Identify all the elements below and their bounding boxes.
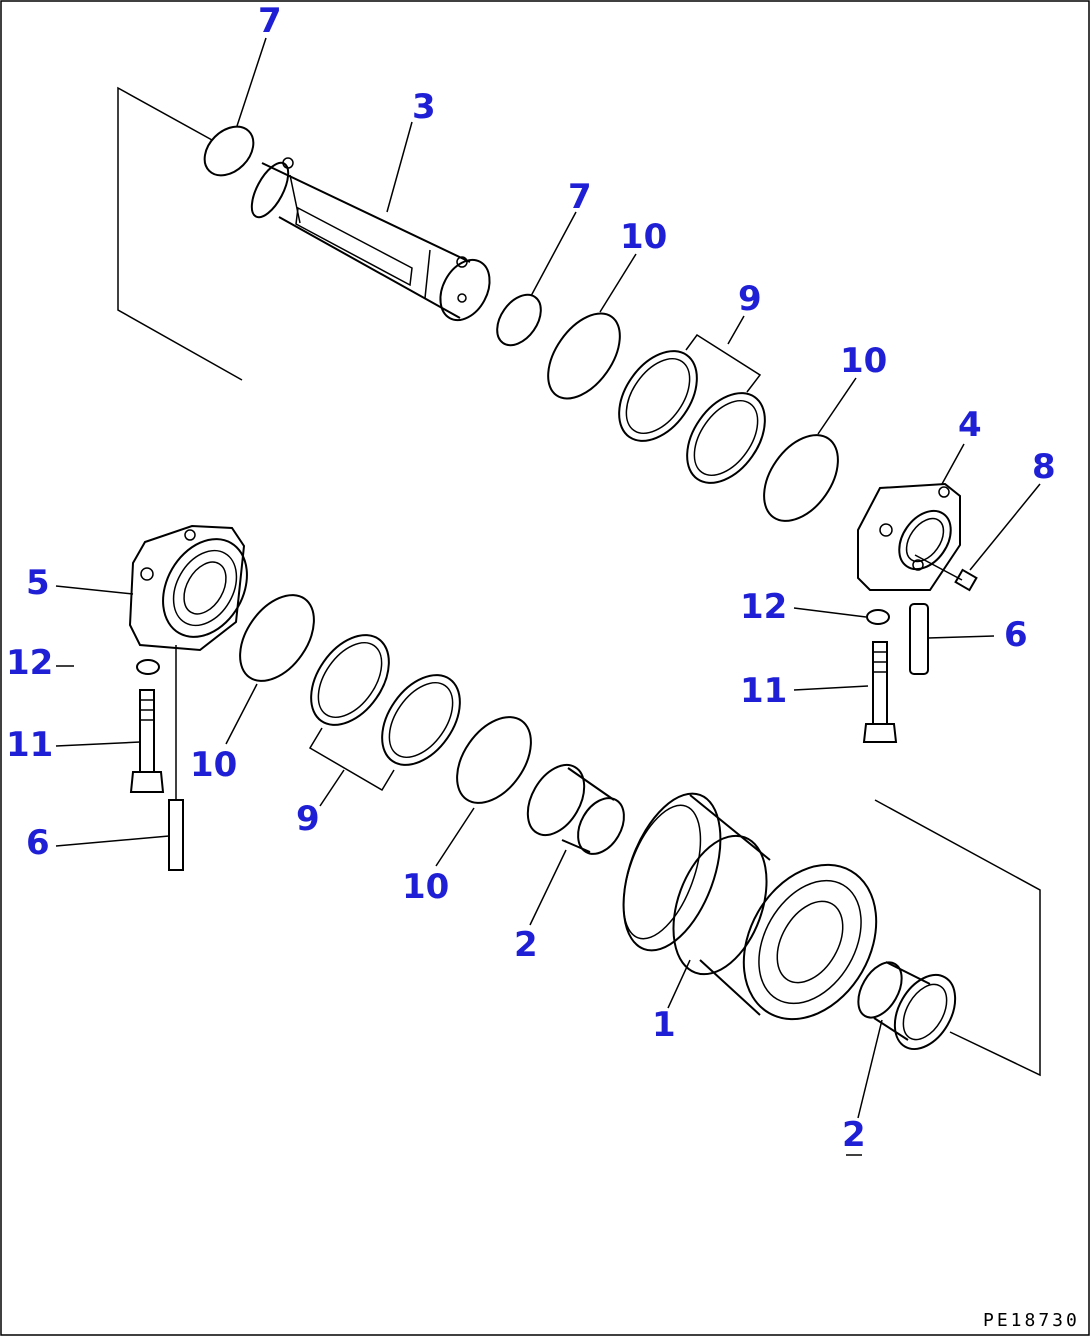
callout-10-lower-b: 10 — [402, 867, 449, 907]
callout-2-right: 2 — [842, 1115, 866, 1155]
callout-10-lower-a: 10 — [190, 745, 237, 785]
part-3-shaft — [250, 157, 491, 322]
callout-9-lower: 9 — [296, 799, 320, 839]
part-5-collar-left — [128, 524, 248, 652]
callout-5: 5 — [26, 563, 50, 603]
callout-9-upper: 9 — [738, 279, 762, 319]
part-6-pin-right — [909, 603, 929, 675]
part-9-floating-seal-lower — [308, 634, 461, 792]
callout-10-upper-a: 10 — [620, 217, 667, 257]
part-12-washer-right — [866, 609, 890, 625]
part-12-washer-left — [136, 659, 160, 675]
callout-1: 1 — [652, 1005, 676, 1045]
callout-7-left: 7 — [258, 1, 282, 41]
callout-12-right: 12 — [740, 587, 787, 627]
callout-10-upper-b: 10 — [840, 341, 887, 381]
callout-2-left: 2 — [514, 925, 538, 965]
part-9-floating-seal-upper — [618, 333, 766, 484]
figure-id: PE18730 — [983, 1310, 1080, 1331]
callout-4: 4 — [958, 405, 982, 445]
axis-lines — [117, 86, 1041, 1077]
part-10-o-ring-lower-a — [239, 594, 315, 682]
part-10-o-ring-upper-b — [763, 434, 839, 522]
part-11-bolt-right — [862, 641, 898, 743]
part-1-track-roller — [622, 792, 878, 1021]
part-7-o-ring-left — [203, 125, 255, 177]
part-7-o-ring-right — [496, 293, 542, 347]
part-6-pin-left — [168, 645, 184, 871]
leader-lines — [55, 37, 1041, 1156]
callout-labels: 7 3 7 10 9 10 4 8 12 6 11 5 12 11 10 9 6… — [6, 1, 1056, 1155]
part-11-bolt-left — [129, 689, 165, 793]
callout-3: 3 — [412, 87, 436, 127]
callout-7-right: 7 — [568, 177, 592, 217]
part-2-bushing-right — [857, 961, 957, 1050]
part-4-collar-right — [857, 482, 961, 591]
callout-12-left: 12 — [6, 643, 53, 683]
callout-11-left: 11 — [6, 725, 53, 765]
callout-11-right: 11 — [740, 671, 787, 711]
callout-6-left: 6 — [26, 823, 50, 863]
part-10-o-ring-lower-b — [456, 716, 532, 804]
callout-6-right: 6 — [1004, 615, 1028, 655]
part-8-plug — [914, 554, 978, 592]
part-2-bushing-left — [526, 763, 625, 855]
callout-8: 8 — [1032, 447, 1056, 487]
part-10-o-ring-upper-a — [547, 312, 621, 400]
